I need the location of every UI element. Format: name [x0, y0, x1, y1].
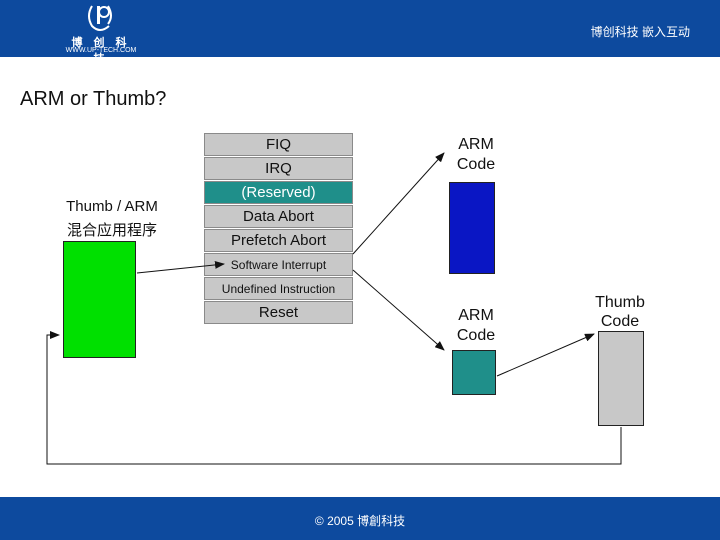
vector-reset: Reset — [204, 301, 353, 324]
thumb-code-block — [598, 331, 644, 426]
slide-title: ARM or Thumb? — [20, 88, 167, 110]
arm-code-label-1-line2: Code — [456, 156, 496, 173]
logo-url: WWW.UP-TECH.COM — [65, 47, 137, 54]
vector-prefetch-abort: Prefetch Abort — [204, 229, 353, 252]
arm-code-block-2 — [452, 350, 496, 395]
swi-to-arm-code-arrow — [352, 152, 445, 255]
company-logo-icon — [88, 5, 112, 31]
swi-to-arm-handler-arrow — [352, 269, 445, 351]
vector-software-interrupt: Software Interrupt — [204, 253, 353, 276]
footer-copyright: © 2005 博創科技 — [314, 514, 406, 528]
vector-reserved: (Reserved) — [204, 181, 353, 204]
header-bar: 博 创 科 技 WWW.UP-TECH.COM 博创科技 嵌入互动 — [0, 0, 720, 65]
logo-text: 博 创 科 技 — [71, 37, 131, 65]
mixed-app-block — [63, 241, 136, 358]
return-arrow — [46, 331, 622, 465]
arm-code-block-1 — [449, 182, 495, 274]
vector-data-abort: Data Abort — [204, 205, 353, 228]
app-to-swi-arrow — [136, 260, 225, 274]
app-label-line1: Thumb / ARM — [66, 198, 158, 215]
arm-code-label-1-line1: ARM — [458, 136, 494, 153]
footer-bar — [0, 497, 720, 540]
thumb-code-label-line1: Thumb — [595, 294, 645, 311]
thumb-code-label-line2: Code — [600, 313, 640, 330]
vector-fiq: FIQ — [204, 133, 353, 156]
vector-undefined-instruction: Undefined Instruction — [204, 277, 353, 300]
arm-code-label-2-line2: Code — [456, 327, 496, 344]
vector-irq: IRQ — [204, 157, 353, 180]
arm-code-label-2-line1: ARM — [458, 307, 494, 324]
app-label-line2: 混合应用程序 — [66, 222, 157, 239]
header-tagline: 博创科技 嵌入互动 — [590, 25, 690, 39]
arm-to-thumb-arrow — [496, 333, 595, 377]
